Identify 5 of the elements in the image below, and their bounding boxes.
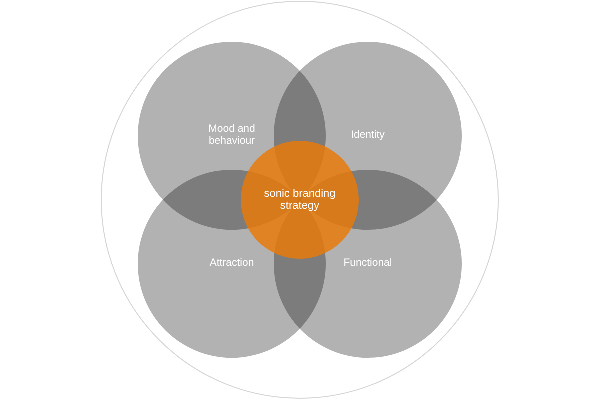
- circle-label: Attraction: [210, 258, 254, 270]
- circle-label: Functional: [344, 258, 392, 270]
- circle-label: Identity: [351, 130, 385, 142]
- circle-label: Mood and behaviour: [208, 124, 256, 148]
- circle-label: sonic branding strategy: [263, 188, 337, 212]
